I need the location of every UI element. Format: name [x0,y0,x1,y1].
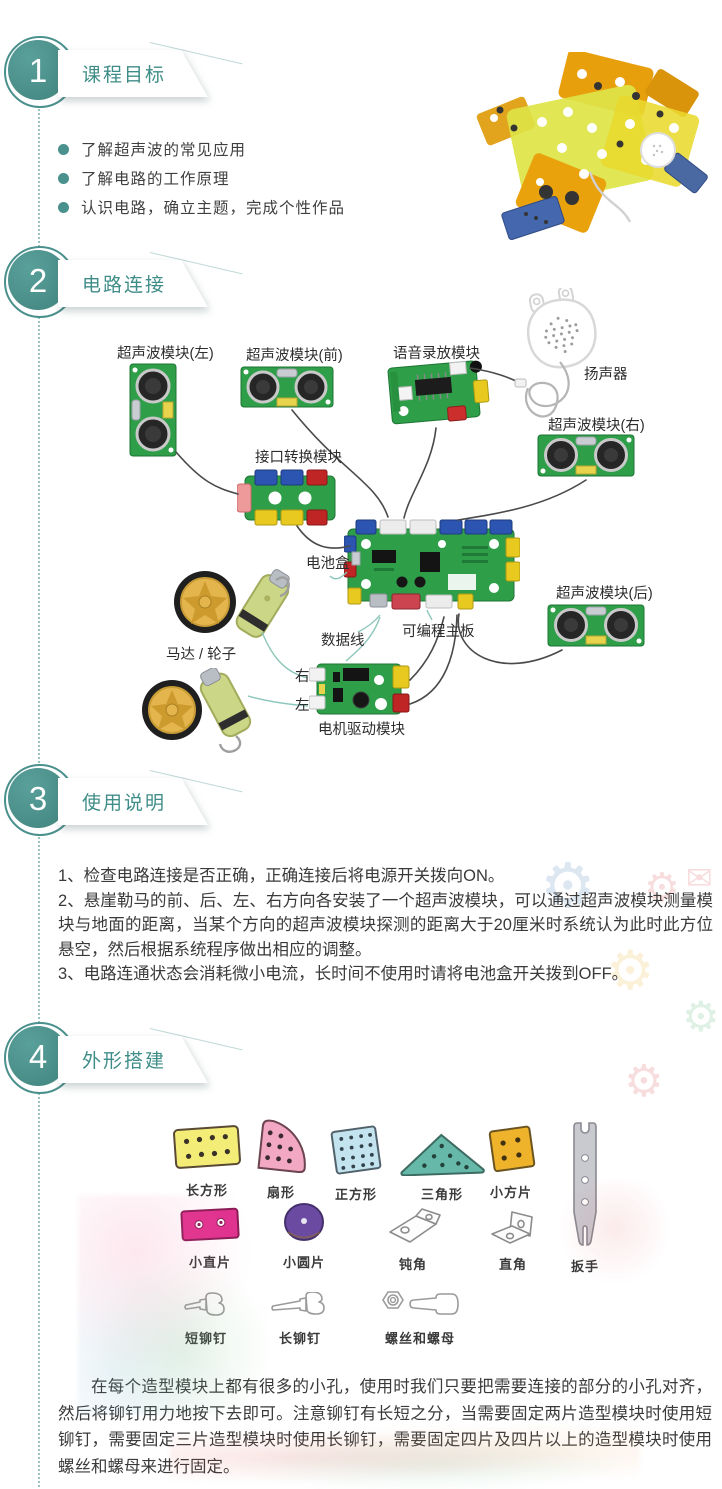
fan-piece-icon [257,1119,306,1174]
speaker-image [526,288,597,369]
part-triangle: 三角形 [396,1132,488,1203]
part-small-disc: 小圆片 [262,1202,346,1271]
part-square: 正方形 [313,1124,399,1203]
section-header-3: 3 使用说明 [0,764,722,844]
label-voice-module: 语音录放模块 [393,346,480,362]
short-rivet-icon [184,1292,225,1316]
label-ultrasonic-left: 超声波模块(左) [117,346,214,362]
section-ribbon: 电路连接 [58,260,208,307]
section-header-2: 2 电路连接 [0,246,722,326]
label-left: 左 [295,698,310,714]
instruction-item: 3、电路连通状态会消耗微小电流，长时间不使用时请将电池盒开关拨到OFF。 [58,965,629,984]
label-motor-wheel: 马达 / 轮子 [166,647,237,663]
circuit-diagram: 超声波模块(左) 超声波模块(前) 语音录放模块 扬声器 超声波模块(右) 接口… [0,280,722,772]
label-mainboard: 可编程主板 [402,624,475,640]
ultrasonic-module-right-image [537,434,635,477]
part-screw-nut: 螺丝和螺母 [360,1290,480,1347]
instruction-item: 1、检查电路连接是否正确，正确连接后将电源开关拨向ON。 [58,867,505,885]
part-small-strip: 小直片 [166,1204,254,1271]
instruction-item: 2、悬崖勒马的前、后、左、右方向各安装了一个超声波模块，可以通过超声波模块测量模… [58,891,713,959]
small-disc-piece-icon [284,1203,324,1241]
voice-module-image [387,360,490,425]
motor-driver-image [309,663,410,715]
ultrasonic-module-rear-image [547,604,645,647]
usage-instructions: 1、检查电路连接是否正确，正确连接后将电源开关拨向ON。 2、悬崖勒马的前、后、… [58,864,713,987]
label-ultrasonic-front: 超声波模块(前) [246,348,343,364]
label-speaker: 扬声器 [584,367,628,383]
section-header-4: 4 外形搭建 [0,1022,722,1102]
part-long-rivet: 长铆钉 [256,1291,344,1347]
ultrasonic-module-left-image [129,363,177,457]
wrench-icon [573,1122,597,1246]
label-ultrasonic-right: 超声波模块(右) [548,418,645,434]
square-piece-icon [330,1125,382,1175]
label-ultrasonic-rear: 超声波模块(后) [556,586,653,602]
objective-item: 了解电路的工作原理 [58,168,345,188]
section-title: 电路连接 [82,275,167,296]
motor-wheel-top-image [174,569,290,638]
part-small-square: 小方片 [470,1124,552,1201]
ultrasonic-module-front-image [240,366,334,408]
label-right: 右 [295,669,310,685]
part-wrench: 扳手 [554,1120,616,1275]
rectangle-piece-icon [173,1125,241,1169]
small-strip-piece-icon [180,1207,240,1242]
section-title: 使用说明 [82,793,167,814]
bullet-dot-icon [58,201,69,213]
build-note: 在每个造型模块上都有很多的小孔，使用时我们只要把需要连接的部分的小孔对齐，然后将… [58,1378,712,1476]
part-obtuse-bracket: 钝角 [368,1206,458,1273]
objectives-list: 了解超声波的常见应用 了解电路的工作原理 认识电路，确立主题，完成个性作品 [58,139,345,226]
speaker-plug [514,378,527,388]
small-square-piece-icon [488,1125,536,1173]
motor-wheel-bottom-image [142,668,252,753]
section-ribbon: 外形搭建 [58,1036,208,1083]
section-title: 外形搭建 [82,1051,167,1072]
label-data-cable: 数据线 [321,633,365,649]
screw-and-nut-icon [382,1291,459,1315]
section-ribbon: 使用说明 [58,778,208,825]
obtuse-bracket-icon [389,1208,441,1243]
section-header-1: 1 课程目标 [0,36,722,116]
robot-photo [476,52,708,240]
objective-item: 认识电路，确立主题，完成个性作品 [58,197,345,217]
bullet-dot-icon [58,172,69,184]
section-ribbon: 课程目标 [58,50,208,97]
section-title: 课程目标 [82,65,167,86]
objective-item: 了解超声波的常见应用 [58,139,345,159]
section-number: 3 [28,779,48,817]
section-number: 2 [28,261,48,299]
part-right-angle-bracket: 直角 [470,1206,556,1273]
triangle-piece-icon [400,1133,485,1177]
label-interface-module: 接口转换模块 [255,450,342,466]
part-short-rivet: 短铆钉 [162,1292,250,1347]
label-battery-box: 电池盒 [306,556,350,572]
part-fan: 扇形 [239,1116,323,1201]
bullet-dot-icon [58,143,69,155]
right-angle-bracket-icon [491,1211,533,1244]
label-motor-driver: 电机驱动模块 [318,722,405,738]
long-rivet-icon [271,1291,325,1315]
part-rectangle: 长方形 [162,1122,252,1199]
interface-module-image [237,469,336,526]
section-number: 4 [28,1037,48,1075]
section-number: 1 [28,51,48,89]
mainboard-image [344,519,520,610]
